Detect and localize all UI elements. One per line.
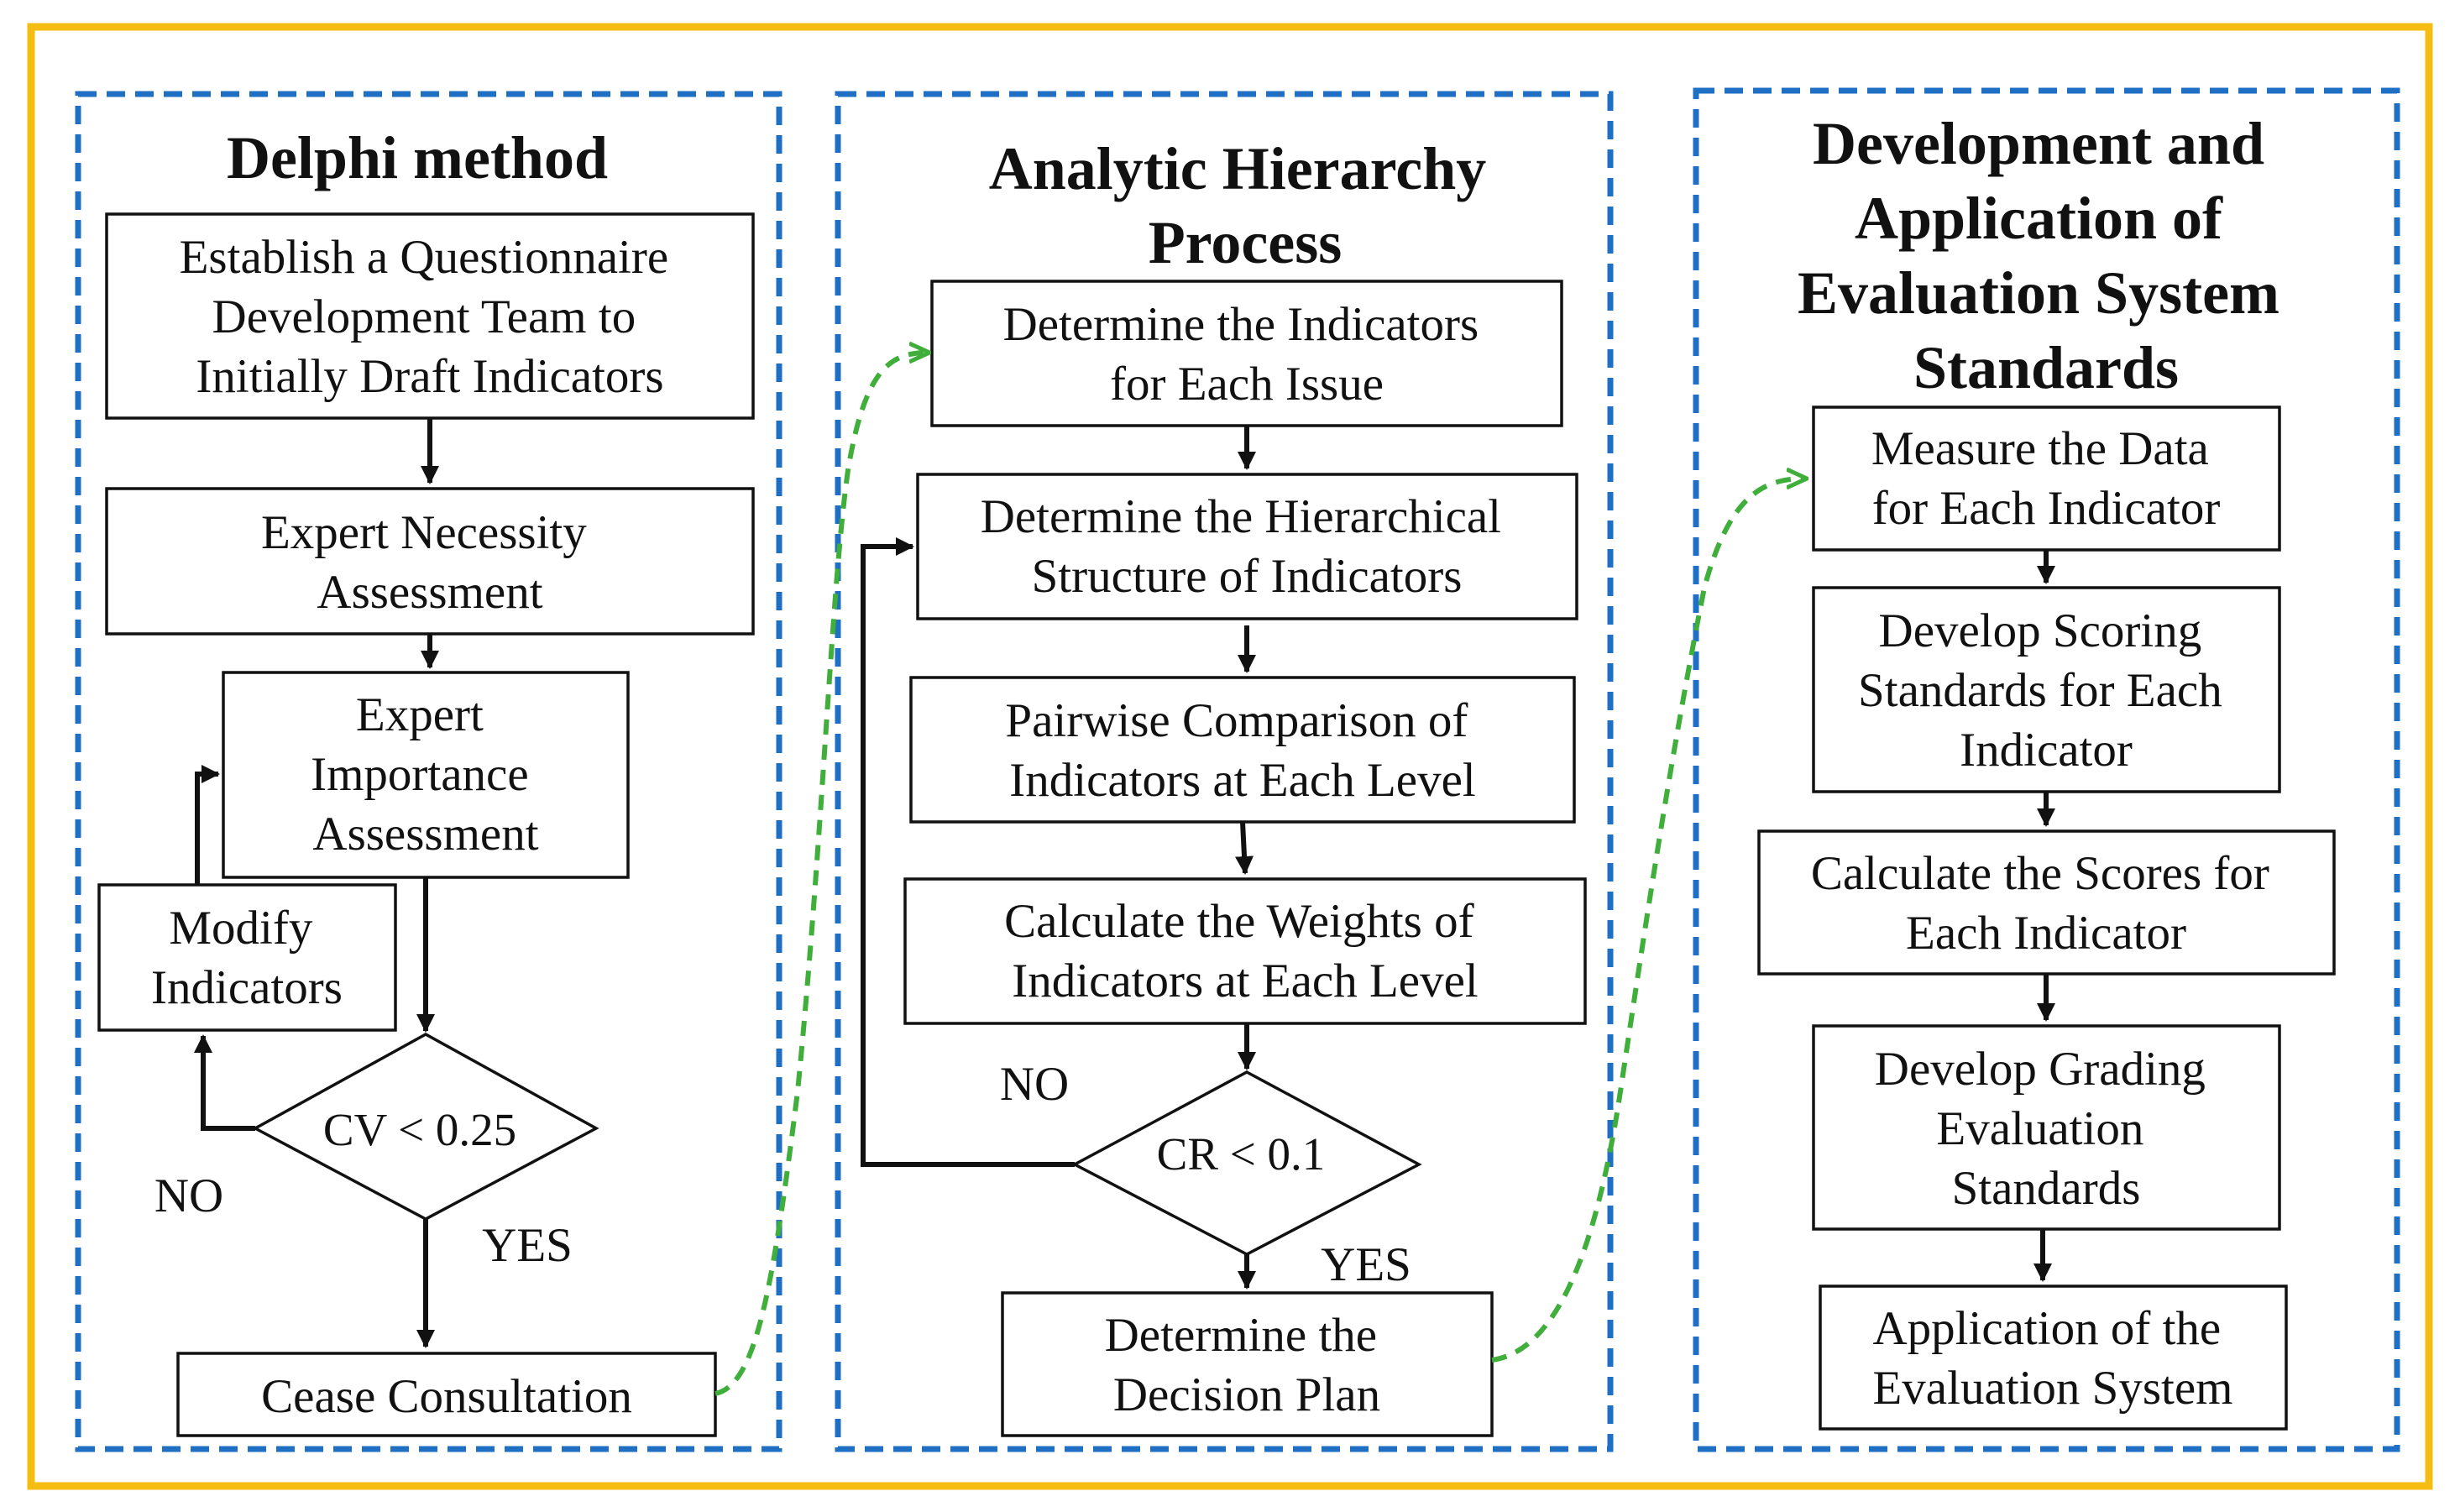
cease-box [176, 1352, 717, 1437]
delphi-title: Delphi method [227, 124, 608, 191]
plan-text: Determine the Decision Plan [1105, 1309, 1390, 1421]
cv-decision-text: CV < 0.25 [323, 1104, 516, 1155]
weights-box [903, 877, 1587, 1025]
grading-text: Develop Grading Evaluation Standards [1875, 1043, 2217, 1215]
necessity-text: Expert Necessity Assessment [261, 506, 599, 619]
weights-text: Calculate the Weights of Indicators at E… [1004, 895, 1486, 1007]
connector-ahp-to-standards [1491, 479, 1805, 1363]
panel-standards [1693, 87, 2400, 1452]
scoring-box [1812, 586, 2281, 793]
application-text: Application of the Evaluation System [1872, 1302, 2232, 1415]
cr-yes-label: YES [1321, 1238, 1411, 1291]
ahp-title: Analytic Hierarchy Process [989, 135, 1502, 276]
measure-box [1812, 405, 2281, 552]
indicators-text: Determine the Indicators for Each Issue [1003, 298, 1491, 411]
application-box [1819, 1284, 2288, 1431]
importance-text: Expert Importance Assessment [311, 688, 541, 861]
pairwise-text: Pairwise Comparison of Indicators at Eac… [1005, 694, 1479, 807]
connector-delphi-to-ahp [714, 353, 928, 1396]
cv-no-label: NO [154, 1169, 223, 1222]
establish-team-text: Establish a Questionnaire Development Te… [180, 231, 681, 403]
standards-title: Development and Application of Evaluatio… [1798, 110, 2295, 401]
hierarchy-text: Determine the Hierarchical Structure of … [981, 490, 1514, 603]
cease-text: Cease Consultation [261, 1370, 632, 1423]
modify-box [97, 883, 397, 1032]
importance-box [222, 671, 630, 879]
establish-team-box [105, 212, 755, 420]
indicators-box [930, 280, 1563, 427]
arrow-cv-no-modify [194, 1034, 255, 1131]
modify-text: Modify Indicators [151, 902, 343, 1014]
panel-ahp [835, 91, 1614, 1452]
arrow-modify-importance [195, 765, 220, 885]
grading-box [1812, 1024, 2281, 1231]
panel-delphi [75, 91, 782, 1452]
scoring-text: Develop Scoring Standards for Each Indic… [1858, 604, 2234, 777]
cr-no-label: NO [1000, 1058, 1069, 1111]
plan-box [1001, 1291, 1494, 1437]
cv-yes-label: YES [482, 1219, 573, 1272]
measure-text: Measure the Data for Each Indicator [1871, 422, 2221, 535]
arrow-pairwise-weights [1235, 821, 1254, 875]
hierarchy-box [916, 473, 1578, 620]
outer-frame [27, 23, 2433, 1490]
cr-decision-text: CR < 0.1 [1157, 1128, 1326, 1180]
necessity-box [105, 487, 755, 636]
arrow-cr-no-hierarchy [861, 537, 1075, 1167]
pairwise-box [909, 676, 1576, 824]
scores-text: Calculate the Scores for Each Indicator [1811, 847, 2281, 960]
